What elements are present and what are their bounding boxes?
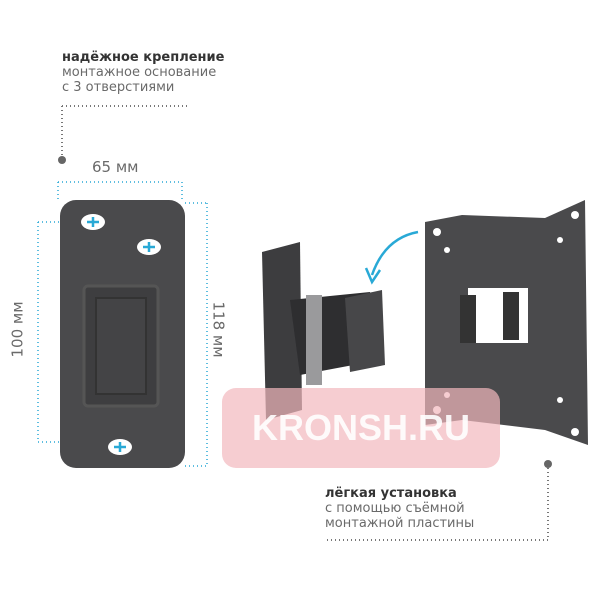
dimension-lines — [37, 181, 208, 467]
base-plate — [60, 200, 185, 468]
total-height-label: 118 мм — [209, 301, 228, 358]
tv-plate — [425, 200, 588, 445]
bottom-caption-line1: с помощью съёмной — [325, 501, 465, 516]
top-caption-line2: с 3 отверстиями — [62, 80, 175, 95]
top-caption-line1: монтажное основание — [62, 65, 217, 80]
watermark: KRONSH.RU — [252, 407, 470, 448]
bottom-caption-line2: монтажной пластины — [325, 516, 475, 531]
bottom-leader-line — [325, 468, 549, 541]
bottom-caption: лёгкая установка с помощью съёмной монта… — [325, 486, 474, 531]
swivel-bracket — [262, 242, 385, 420]
bottom-caption-title: лёгкая установка — [325, 486, 457, 501]
watermark-box — [222, 388, 500, 468]
arrow-icon — [370, 230, 419, 276]
top-caption: надёжное крепление монтажное основание с… — [62, 50, 224, 95]
width-label: 65 мм — [92, 158, 139, 176]
top-caption-title: надёжное крепление — [62, 50, 225, 65]
hole-height-label: 100 мм — [8, 301, 27, 358]
top-leader-line — [61, 105, 190, 158]
